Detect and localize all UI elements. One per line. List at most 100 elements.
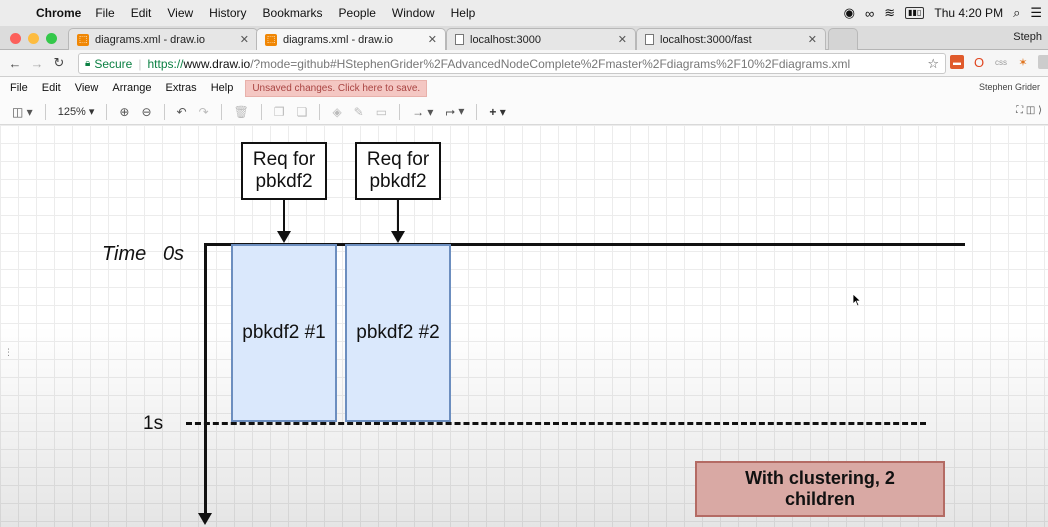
browser-tab[interactable]: ⬚ diagrams.xml - draw.io ✕	[68, 28, 258, 50]
process-label: pbkdf2 #1	[242, 322, 326, 343]
browser-tab-strip: ⬚ diagrams.xml - draw.io ✕ ⬚ diagrams.xm…	[0, 26, 1048, 50]
time-zero-label[interactable]: Time 0s	[102, 243, 185, 265]
battery-icon[interactable]: ▮▮▯	[905, 7, 925, 19]
undo-icon[interactable]: ↶	[176, 104, 187, 119]
browser-tab-active[interactable]: ⬚ diagrams.xml - draw.io ✕	[256, 28, 446, 50]
process-box-1[interactable]: pbkdf2 #1	[231, 244, 337, 422]
one-second-label[interactable]: 1s	[143, 413, 164, 434]
close-window-icon[interactable]	[10, 33, 21, 44]
url-path: /?mode=github#HStephenGrider%2FAdvancedN…	[250, 56, 851, 71]
drawio-menu-file[interactable]: File	[10, 82, 28, 94]
browser-tab[interactable]: localhost:3000/fast ✕	[636, 28, 826, 50]
maximize-window-icon[interactable]	[46, 33, 57, 44]
address-bar[interactable]: 🔒︎ Secure | https:// www.draw.io /?mode=…	[78, 53, 946, 74]
zoom-out-icon[interactable]: ⊖	[141, 104, 152, 119]
redo-icon[interactable]: ↷	[198, 104, 209, 119]
profile-name[interactable]: Steph	[1013, 31, 1042, 43]
menubar-item-help[interactable]: Help	[450, 6, 476, 20]
zoom-level-dropdown[interactable]: 125% ▾	[57, 106, 95, 118]
toolbar-divider	[476, 103, 478, 120]
one-second-dashed-line[interactable]	[186, 422, 926, 425]
record-icon[interactable]: ◉	[843, 5, 855, 20]
back-arrow-icon[interactable]: ←	[8, 55, 22, 71]
drawio-user-menu[interactable]: Stephen Grider	[978, 82, 1040, 92]
time-zero-line[interactable]	[205, 243, 965, 246]
extension-icon[interactable]: ▬	[950, 55, 964, 69]
menubar-status-area: ◉ ∞ ≋ ▮▮▯ Thu 4:20 PM ⌕ ☰	[844, 0, 1048, 26]
request-box-2[interactable]: Req for pbkdf2	[355, 142, 441, 200]
url-host: www.draw.io	[183, 56, 251, 71]
toolbar-divider	[319, 103, 321, 120]
menubar-clock[interactable]: Thu 4:20 PM	[934, 6, 1004, 20]
drawio-menu-view[interactable]: View	[74, 82, 99, 94]
delete-icon[interactable]: 🗑︎	[233, 104, 249, 119]
drawio-menu-extras[interactable]: Extras	[165, 82, 197, 94]
css-icon[interactable]: css	[995, 57, 1007, 67]
to-back-icon[interactable]: ❏	[296, 104, 308, 119]
shadow-icon[interactable]: ▭	[375, 104, 388, 119]
reload-icon[interactable]: ↻	[53, 55, 65, 70]
unsaved-changes-notice[interactable]: Unsaved changes. Click here to save.	[245, 79, 428, 97]
line-color-icon[interactable]: ✎	[353, 104, 364, 119]
request-arrowhead-1	[277, 231, 291, 243]
close-tab-icon[interactable]: ✕	[427, 34, 437, 46]
menubar-item-bookmarks[interactable]: Bookmarks	[262, 6, 323, 20]
menubar-item-people[interactable]: People	[338, 6, 376, 20]
extension-icons: ▬ O css ✶	[950, 54, 1048, 70]
menubar-item-view[interactable]: View	[167, 6, 194, 20]
menubar-item-history[interactable]: History	[209, 6, 247, 20]
request-arrow-1[interactable]	[283, 200, 285, 232]
close-tab-icon[interactable]: ✕	[807, 34, 817, 46]
page-icon	[645, 34, 654, 45]
menubar-item-edit[interactable]: Edit	[130, 6, 152, 20]
menubar-item-window[interactable]: Window	[391, 6, 435, 20]
wifi-icon[interactable]: ≋	[884, 5, 896, 20]
drawio-icon: ⬚	[77, 33, 89, 46]
lock-icon: 🔒︎	[85, 58, 91, 69]
waypoints-icon[interactable]: ⮣ ▾	[445, 104, 465, 118]
glasses-icon[interactable]: ∞	[864, 5, 875, 21]
clustering-note[interactable]: With clustering, 2 children	[695, 461, 945, 517]
request-arrowhead-2	[391, 231, 405, 243]
drawio-toolbar: ◫ ▾ 125% ▾ ⊕ ⊖ ↶ ↷ 🗑︎ ❐ ❏ ◈ ✎ ▭ → ▾ ⮣ ▾ …	[0, 99, 1048, 125]
tab-title: diagrams.xml - draw.io	[283, 33, 394, 46]
drawio-menu-help[interactable]: Help	[210, 82, 234, 94]
menubar-item-file[interactable]: File	[95, 6, 115, 20]
connection-style-icon[interactable]: → ▾	[412, 104, 434, 119]
zoom-in-icon[interactable]: ⊕	[119, 104, 130, 119]
extension-icon[interactable]	[1038, 55, 1048, 69]
new-tab-button[interactable]	[828, 28, 858, 50]
sidebar-resize-handle[interactable]: ⋮	[4, 347, 13, 357]
clustering-note-text: With clustering, 2 children	[745, 468, 895, 509]
tab-title: localhost:3000/fast	[660, 33, 752, 46]
toolbar-divider	[220, 103, 222, 120]
menubar-app-name[interactable]: Chrome	[36, 6, 82, 20]
close-tab-icon[interactable]: ✕	[239, 34, 249, 46]
format-panel-toggle-icon[interactable]: ◫ ▾	[12, 104, 33, 119]
opera-icon[interactable]: O	[973, 54, 985, 70]
request-arrow-2[interactable]	[397, 200, 399, 232]
process-box-2[interactable]: pbkdf2 #2	[345, 244, 451, 422]
browser-toolbar: ← → ↻ 🔒︎ Secure | https:// www.draw.io /…	[0, 50, 1048, 77]
time-axis[interactable]	[204, 243, 207, 515]
close-tab-icon[interactable]: ✕	[617, 34, 627, 46]
request-box-1[interactable]: Req for pbkdf2	[241, 142, 327, 200]
search-icon[interactable]: ⌕	[1013, 5, 1021, 20]
toolbar-divider	[260, 103, 262, 120]
to-front-icon[interactable]: ❐	[273, 104, 285, 119]
insert-plus-icon[interactable]: + ▾	[489, 104, 506, 119]
minimize-window-icon[interactable]	[28, 33, 39, 44]
panel-toggle-icons[interactable]: ⛶ ◫ ⟩	[1016, 105, 1042, 116]
url-scheme: https://	[147, 56, 184, 71]
drawio-menu-edit[interactable]: Edit	[41, 82, 61, 94]
toolbar-divider	[44, 103, 46, 120]
diagram-canvas[interactable]: ⋮ Req for pbkdf2 Req for pbkdf2 pbkdf2 #…	[0, 125, 1048, 527]
fox-icon[interactable]: ✶	[1018, 56, 1028, 69]
request-box-label: Req for pbkdf2	[366, 149, 430, 192]
list-icon[interactable]: ☰	[1030, 5, 1042, 20]
browser-tab[interactable]: localhost:3000 ✕	[446, 28, 636, 50]
drawio-menu-arrange[interactable]: Arrange	[112, 82, 152, 94]
forward-arrow-icon[interactable]: →	[30, 55, 44, 71]
fill-color-icon[interactable]: ◈	[332, 104, 342, 119]
bookmark-star-icon[interactable]: ☆	[927, 56, 939, 71]
